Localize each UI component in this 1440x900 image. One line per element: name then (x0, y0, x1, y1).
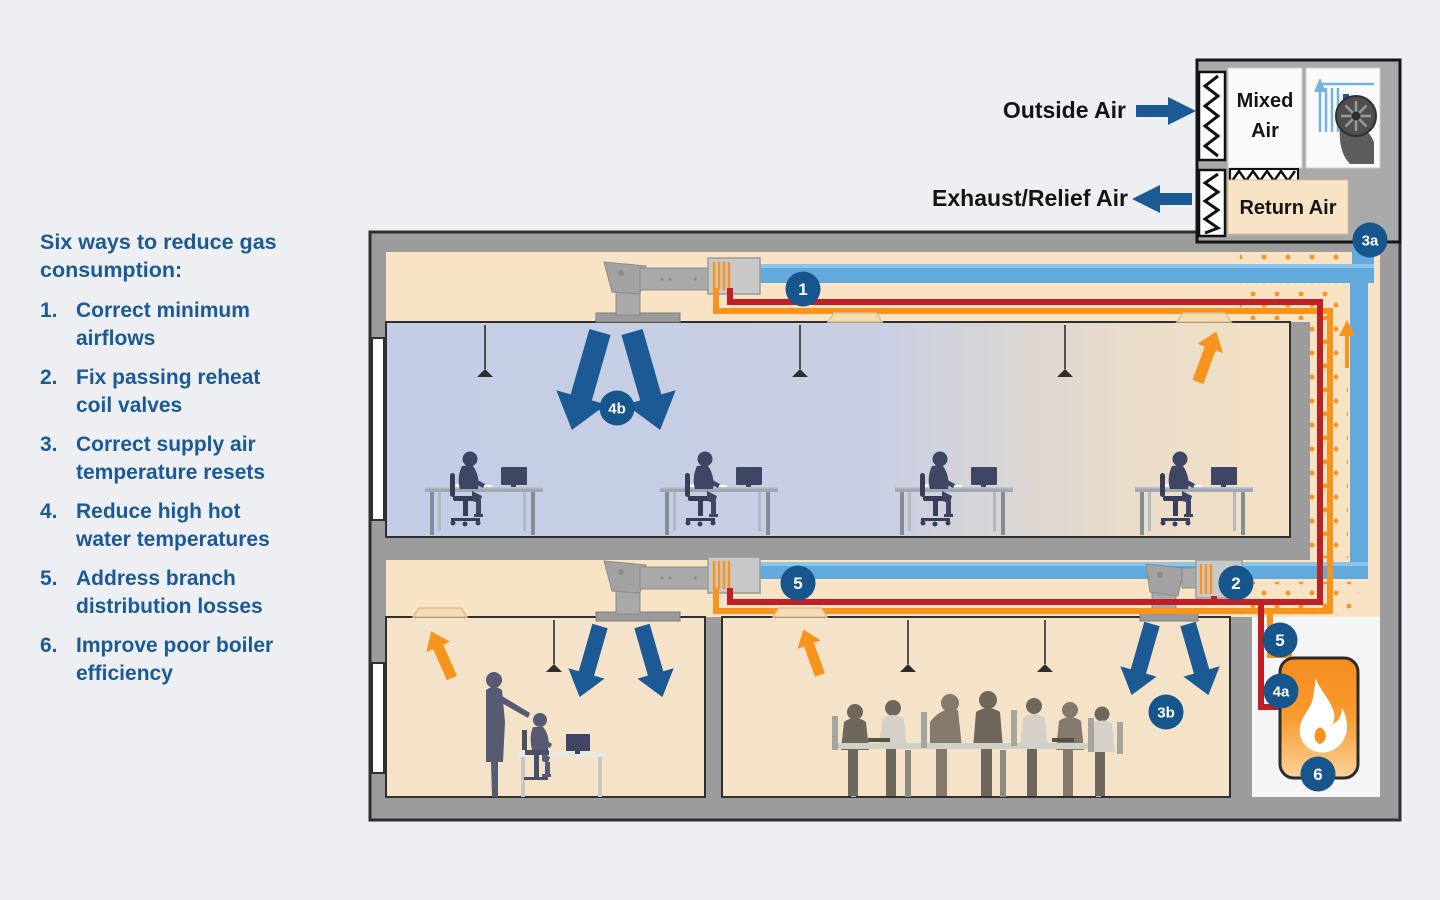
badge-4b: 4b (599, 390, 635, 426)
floor2-supply-duct (757, 264, 1374, 283)
chase-return-arrow (1339, 320, 1355, 368)
return-air-label: Return Air (1239, 197, 1336, 219)
exhaust-relief-arrow (1132, 185, 1192, 213)
exhaust-relief-label: Exhaust/Relief Air (932, 185, 1128, 211)
svg-text:5: 5 (793, 574, 802, 593)
badge-3a: 3a (1352, 222, 1388, 258)
ceiling-light-fixture (412, 607, 468, 618)
outside-air-arrow (1136, 97, 1196, 125)
chase-supply-duct (1350, 283, 1368, 578)
exhaust-damper (1197, 168, 1227, 238)
list-item-4: 4.Reduce high hot water temperatures (40, 500, 270, 551)
mixed-air-chamber (1227, 67, 1303, 169)
floor1-office-content (412, 607, 681, 797)
floor2-open-office (385, 321, 1291, 538)
badge-5-supply: 5 (780, 565, 816, 601)
window-floor2 (371, 337, 385, 521)
badge-4a: 4a (1263, 673, 1299, 709)
return-air-chamber (1227, 179, 1349, 235)
window-floor1 (371, 662, 385, 774)
key-list: Six ways to reduce gas consumption: 1.Co… (40, 228, 332, 699)
list-item-1: 1.Correct minimum airflows (40, 299, 250, 350)
ahu-labels: Outside Air Exhaust/Relief Air (932, 97, 1196, 213)
badge-5-boiler: 5 (1262, 622, 1298, 658)
outside-air-label: Outside Air (1003, 97, 1126, 123)
ceiling-light-fixture (772, 607, 828, 618)
badge-6: 6 (1300, 756, 1336, 792)
list-item-5: 5.Address branch distribution losses (40, 567, 263, 618)
mixed-air-label-line2: Air (1251, 120, 1279, 142)
list-item-2: 2.Fix passing reheat coil valves (40, 366, 261, 417)
ceiling-light-fixture (1176, 312, 1232, 323)
standing-meeting-pair (486, 672, 606, 797)
badge-1: 1 (785, 271, 821, 307)
mixed-air-label-line1: Mixed (1237, 90, 1294, 112)
supply-fan (1335, 95, 1377, 164)
air-handling-unit: Mixed Air (1195, 58, 1402, 244)
list-heading: Six ways to reduce gas consumption: (40, 230, 277, 282)
list-items: 1.Correct minimum airflows 2.Fix passing… (40, 297, 332, 688)
ceiling-light-fixture (827, 312, 883, 323)
svg-text:2: 2 (1231, 574, 1240, 593)
list-item-3: 3.Correct supply air temperature resets (40, 433, 266, 484)
svg-text:3a: 3a (1362, 233, 1379, 250)
svg-text:3b: 3b (1157, 705, 1175, 722)
badge-3b: 3b (1148, 694, 1184, 730)
svg-text:4a: 4a (1273, 684, 1290, 701)
svg-text:1: 1 (798, 280, 807, 299)
meeting-group (832, 691, 1123, 797)
boiler (1278, 656, 1360, 780)
svg-text:4b: 4b (608, 401, 626, 418)
badge-2: 2 (1218, 565, 1254, 601)
svg-text:5: 5 (1275, 631, 1284, 650)
building-shell (368, 230, 1402, 822)
conference-room-content (772, 607, 1227, 797)
outside-air-damper (1197, 70, 1227, 162)
flame-icon (1299, 678, 1348, 753)
svg-text:6: 6 (1313, 765, 1322, 784)
hot-water-piping (713, 288, 1333, 710)
list-item-6: 6.Improve poor boiler efficiency (40, 634, 274, 685)
